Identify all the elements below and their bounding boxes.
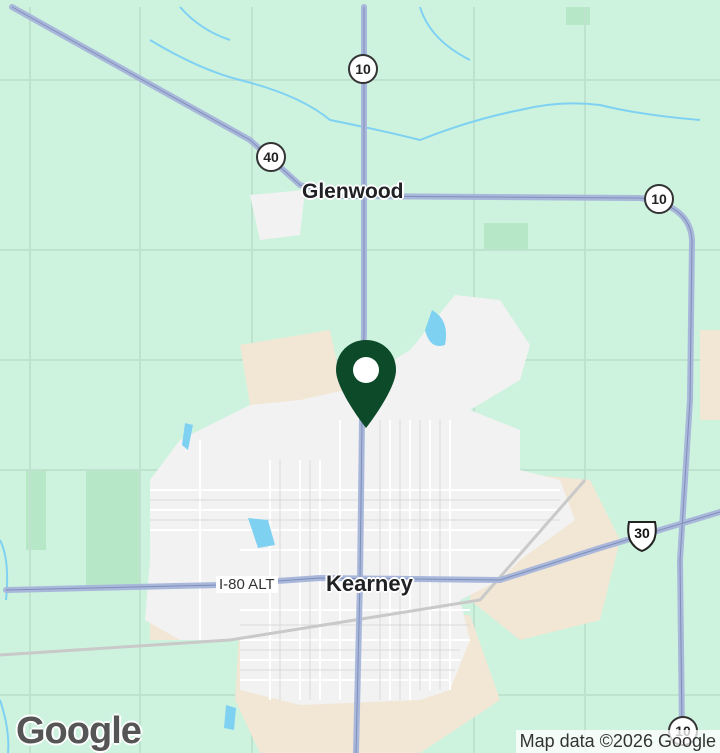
route-10-east-label: 10: [651, 191, 667, 207]
us-30-shield: 30: [626, 520, 658, 552]
map-attribution[interactable]: Map data ©2026 Google: [515, 730, 720, 753]
route-10-north-label: 10: [355, 61, 371, 77]
place-label-glenwood[interactable]: Glenwood: [302, 180, 404, 203]
route-10-north-shield: 10: [348, 54, 378, 84]
route-40-label: 40: [263, 149, 279, 165]
google-logo: Google: [16, 710, 142, 752]
us-30-label: 30: [634, 525, 650, 541]
us-highway-shield-icon: [627, 521, 657, 552]
i80-alt-label: I-80 ALT: [216, 576, 278, 593]
route-10-east-shield: 10: [644, 184, 674, 214]
location-pin-icon[interactable]: [334, 338, 398, 430]
place-label-kearney[interactable]: Kearney: [326, 571, 413, 596]
route-40-shield: 40: [256, 142, 286, 172]
